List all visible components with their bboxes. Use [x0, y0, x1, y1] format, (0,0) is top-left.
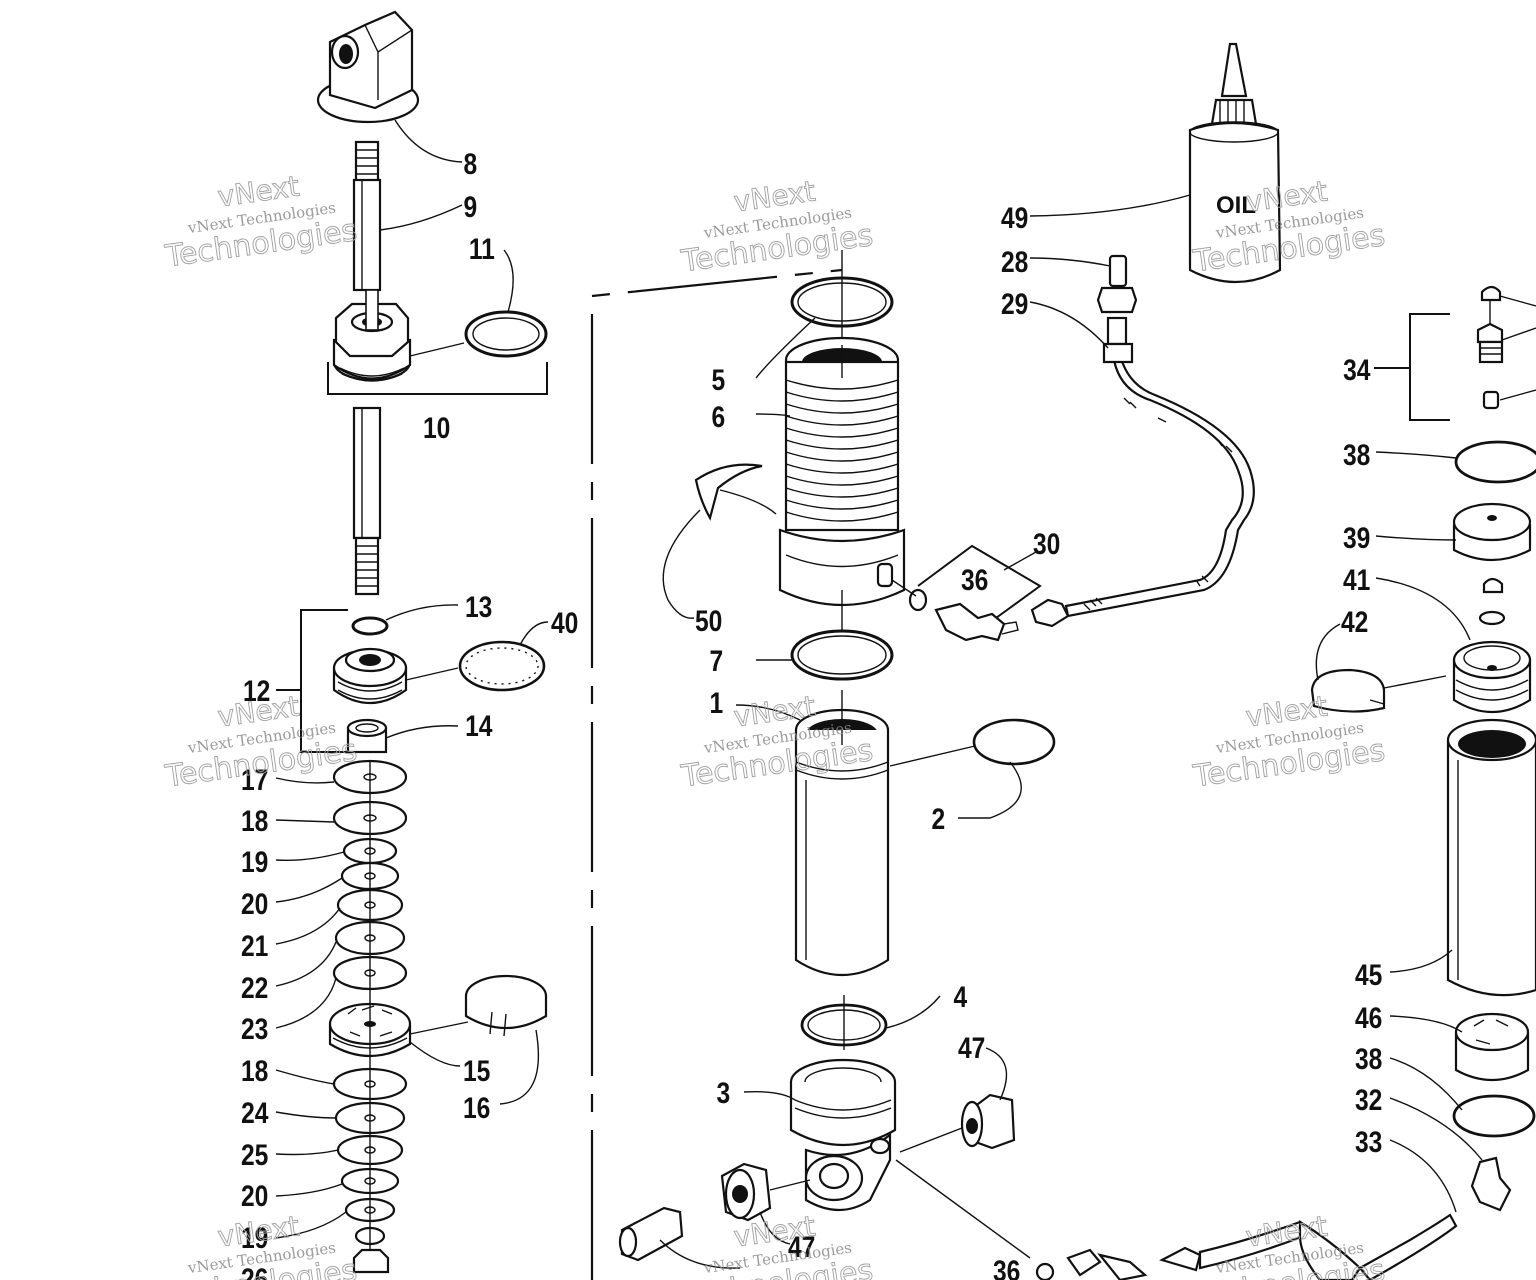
- callout-10: 10: [423, 411, 450, 445]
- callout-3: 3: [717, 1076, 731, 1110]
- callout-19: 19: [241, 1221, 268, 1255]
- callout-8: 8: [464, 147, 478, 181]
- callout-14: 14: [465, 709, 493, 743]
- body-assembly: OIL: [618, 42, 1458, 1280]
- part-wear-band: [464, 974, 548, 1037]
- callout-5: 5: [712, 363, 726, 397]
- callout-46: 46: [1355, 1001, 1382, 1035]
- shaft-assembly: [275, 10, 549, 1274]
- callout-9: 9: [464, 190, 478, 224]
- part-body-cylinder: [794, 690, 890, 976]
- part-spanner: [694, 463, 763, 521]
- part-fitting-28: [1096, 254, 1138, 364]
- part-oil-bottle: OIL: [1188, 42, 1282, 284]
- callout-12: 12: [243, 674, 270, 708]
- part-oring-11: [464, 310, 548, 358]
- callout-50: 50: [695, 604, 722, 638]
- callout-34: 34: [1343, 353, 1371, 387]
- callout-19: 19: [241, 845, 268, 879]
- shim-stack: [328, 759, 412, 1274]
- callout-23: 23: [241, 1012, 268, 1046]
- callout-47: 47: [788, 1230, 815, 1264]
- part-bottom-eyelet: [789, 1058, 897, 1211]
- part-ring-40: [458, 640, 546, 692]
- callout-30: 30: [1033, 527, 1060, 561]
- callout-6: 6: [712, 400, 726, 434]
- part-seal-head: [332, 647, 408, 705]
- divider: [590, 268, 843, 1280]
- callout-7: 7: [710, 644, 724, 678]
- callout-15: 15: [463, 1054, 490, 1088]
- callout-21: 21: [241, 929, 268, 963]
- part-shaft-guide: [332, 289, 412, 382]
- callout-16: 16: [463, 1091, 490, 1125]
- callout-4: 4: [954, 980, 968, 1014]
- callout-2: 2: [932, 802, 946, 836]
- callout-17: 17: [241, 763, 268, 797]
- callout-33: 33: [1355, 1125, 1382, 1159]
- part-bushing-47b: [618, 1162, 772, 1262]
- callout-22: 22: [241, 971, 268, 1005]
- callout-49: 49: [1001, 201, 1028, 235]
- reservoir-assembly: [1310, 285, 1536, 1213]
- callout-32: 32: [1355, 1083, 1382, 1117]
- callout-11: 11: [469, 232, 495, 266]
- callout-45: 45: [1355, 958, 1382, 992]
- callout-20: 20: [241, 887, 268, 921]
- callout-25: 25: [241, 1138, 268, 1172]
- bracket-12: [300, 609, 348, 753]
- callout-36: 36: [993, 1254, 1020, 1280]
- callout-39: 39: [1343, 521, 1370, 555]
- callout-40: 40: [551, 606, 578, 640]
- oil-label: OIL: [1216, 192, 1256, 219]
- callout-36: 36: [961, 563, 988, 597]
- callout-18: 18: [241, 1054, 268, 1088]
- callout-42: 42: [1341, 605, 1368, 639]
- callout-26: 26: [241, 1262, 268, 1280]
- callout-20: 20: [241, 1179, 268, 1213]
- bracket-10: [327, 362, 548, 395]
- part-bushing: [346, 718, 388, 754]
- callout-41: 41: [1343, 563, 1370, 597]
- callout-38: 38: [1343, 438, 1370, 472]
- callout-38: 38: [1355, 1042, 1382, 1076]
- part-shaft-lower: [352, 406, 382, 596]
- part-eyelet: [316, 10, 420, 124]
- part-shaft-upper: [352, 140, 382, 292]
- callout-28: 28: [1001, 245, 1028, 279]
- callout-1: 1: [710, 686, 724, 720]
- callout-13: 13: [465, 590, 492, 624]
- callout-29: 29: [1001, 287, 1028, 321]
- callout-18: 18: [241, 804, 268, 838]
- callout-24: 24: [241, 1096, 269, 1130]
- part-threaded-sleeve: [778, 336, 906, 640]
- part-bushing-47a: [960, 1093, 1016, 1150]
- callout-47: 47: [958, 1031, 985, 1065]
